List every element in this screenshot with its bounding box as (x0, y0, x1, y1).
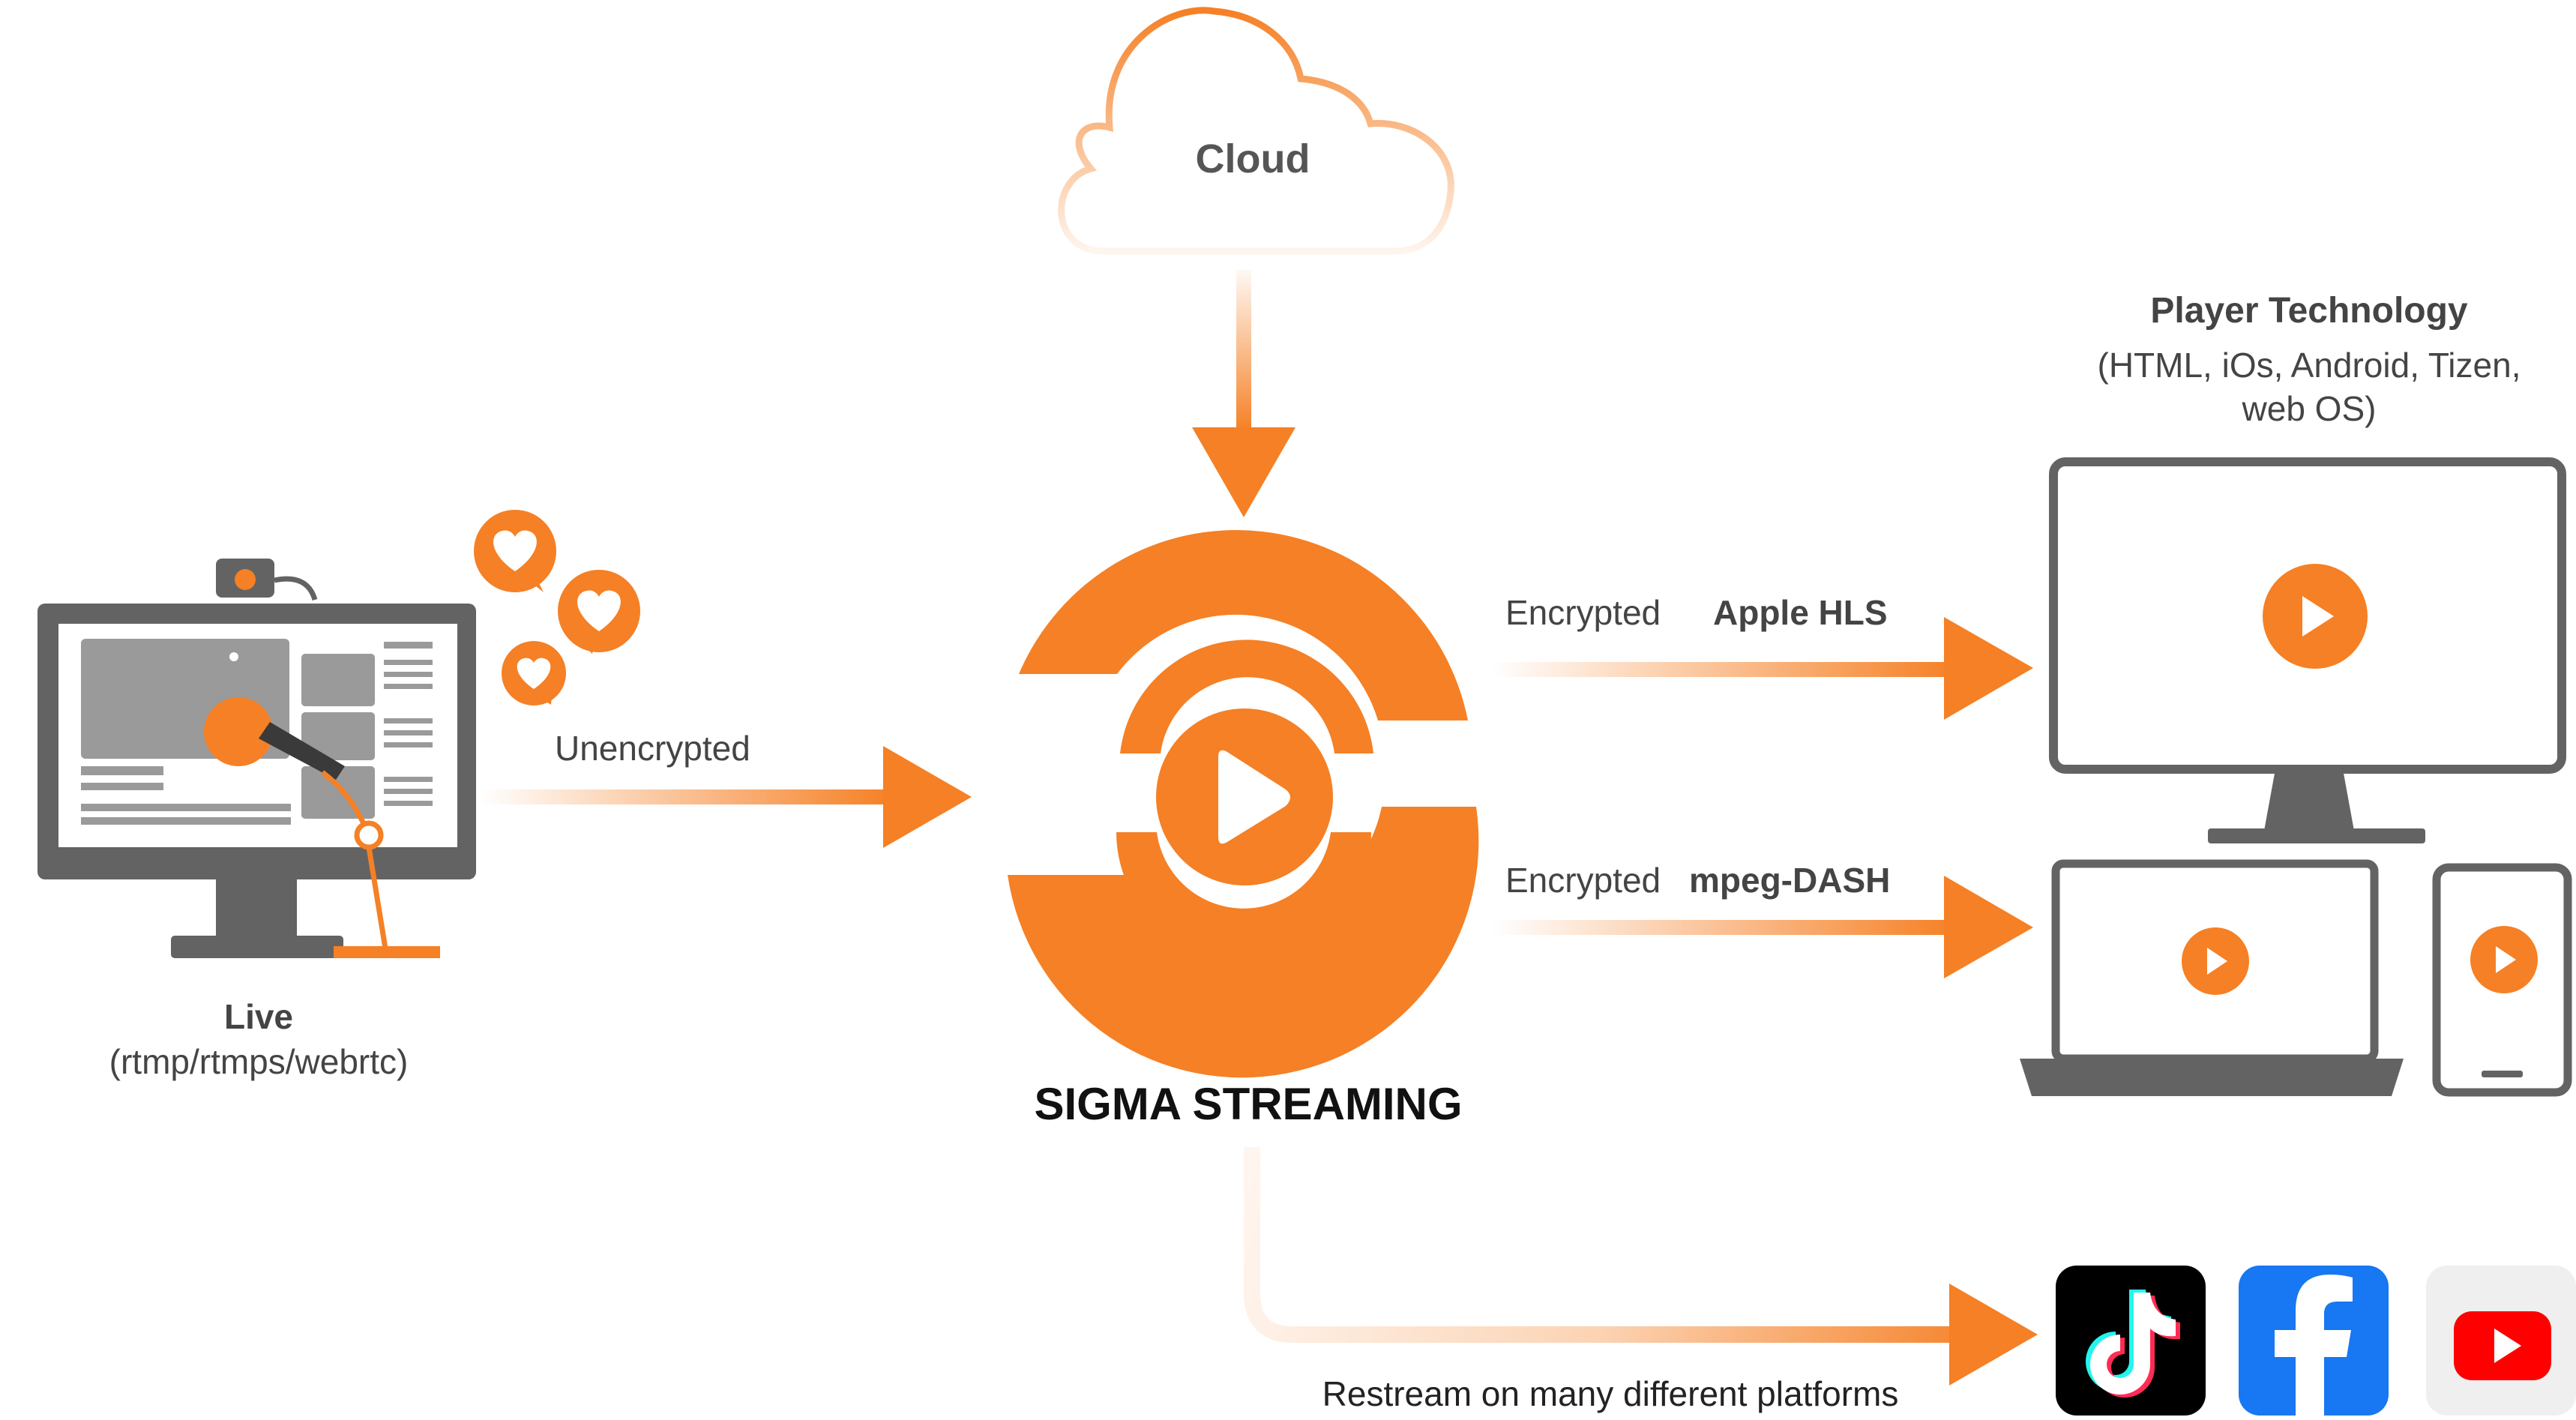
hls-format: Apple HLS (1713, 593, 1888, 632)
restream-label: Restream on many different platforms (1322, 1374, 1899, 1413)
cloud-to-hub-arrow (1192, 270, 1295, 517)
dash-format: mpeg-DASH (1689, 861, 1890, 900)
dash-output: Encrypted mpeg-DASH (1492, 861, 2033, 978)
restream-arrow (1244, 1147, 2038, 1386)
source-to-hub-arrow (480, 746, 972, 848)
hls-output: Encrypted Apple HLS (1492, 593, 2033, 720)
youtube-icon (2426, 1266, 2576, 1416)
sigma-streaming-logo (1008, 530, 1479, 1078)
player-platforms-line1: (HTML, iOs, Android, Tizen, (2098, 346, 2521, 385)
heart-icon (577, 590, 621, 631)
source-protocols: (rtmp/rtmps/webrtc) (109, 1042, 409, 1081)
reaction-bubble (502, 641, 566, 706)
phone-icon (2432, 863, 2572, 1097)
heart-icon (517, 658, 551, 689)
tv-icon (2049, 457, 2566, 843)
source-title: Live (224, 997, 293, 1036)
laptop-icon (2020, 859, 2404, 1096)
cloud-icon (1058, 7, 1454, 255)
live-monitor-icon (37, 559, 476, 958)
cloud-label: Cloud (1196, 136, 1310, 181)
hub-name: SIGMA STREAMING (1034, 1079, 1462, 1129)
unencrypted-label: Unencrypted (555, 729, 750, 768)
reaction-bubble (474, 510, 556, 592)
player-platforms-line2: web OS) (2242, 389, 2377, 428)
player-title: Player Technology (2150, 291, 2468, 331)
tiktok-icon (2056, 1266, 2206, 1416)
dash-prefix: Encrypted (1505, 861, 1661, 900)
heart-icon (493, 530, 537, 571)
facebook-icon (2239, 1266, 2389, 1416)
hls-prefix: Encrypted (1505, 593, 1661, 632)
reaction-bubble (558, 570, 640, 654)
